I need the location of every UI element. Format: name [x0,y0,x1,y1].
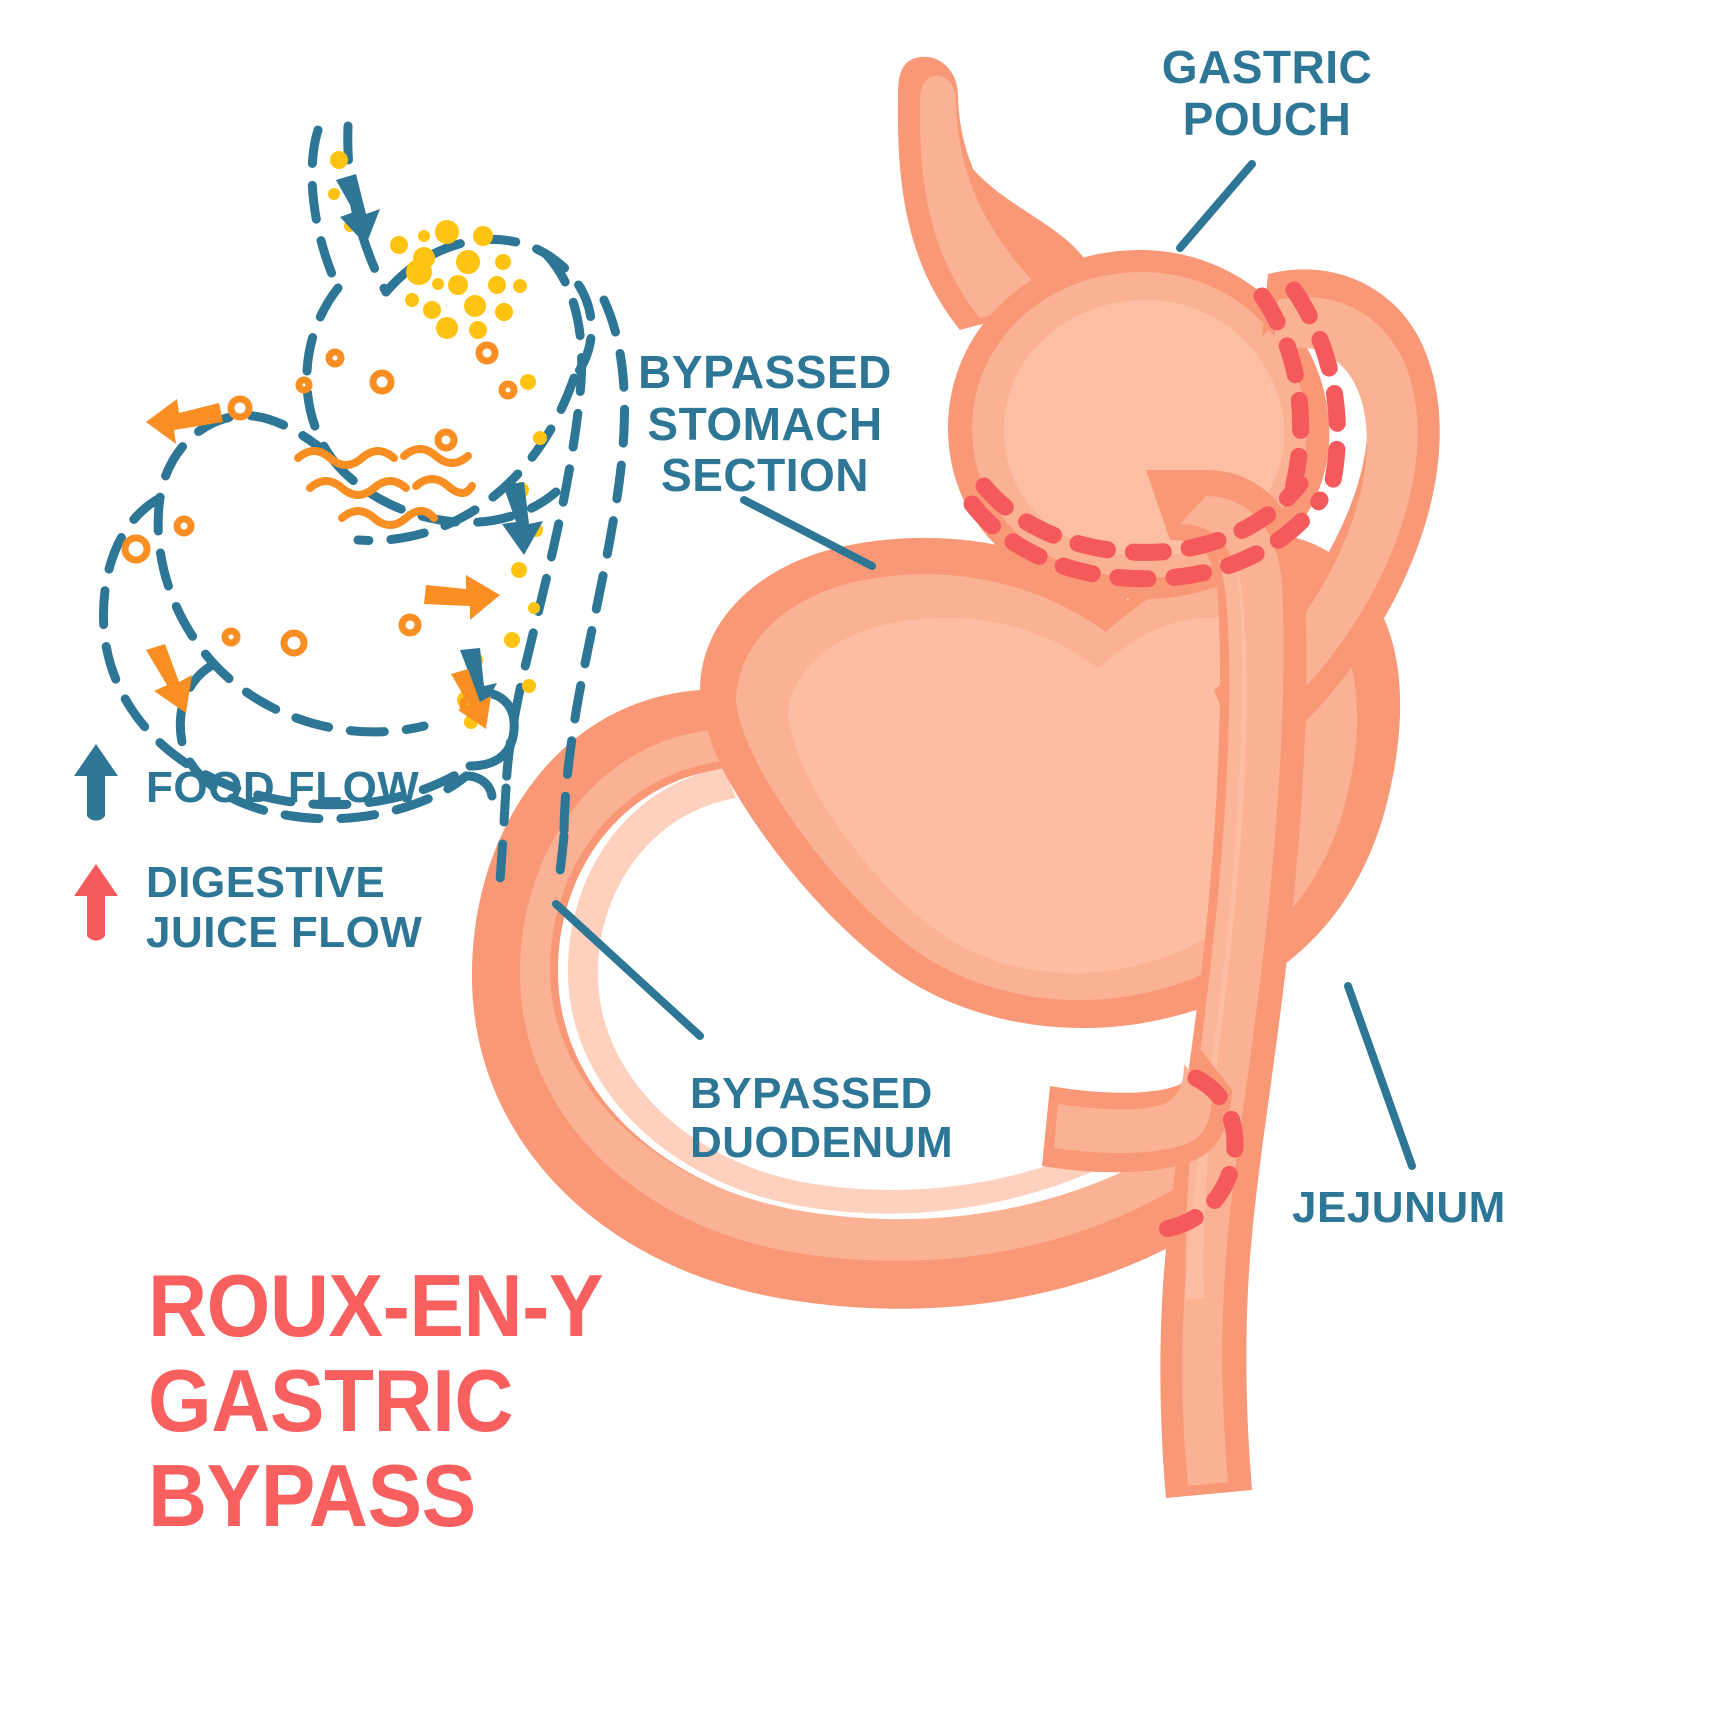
up-arrow-icon [74,744,118,821]
jejunojejunal-junction-shape [1042,1046,1232,1173]
inset-food-particles [328,151,547,729]
inset-stomach-waves [294,445,476,529]
inset-juice-rings [121,341,518,716]
page-title: ROUX-EN-Y GASTRIC BYPASS [148,1256,604,1546]
inset-jejunum-right-inner [559,295,629,841]
legend-label-digestive-juice-flow: DIGESTIVE JUICE FLOW [146,858,423,958]
up-arrow-icon [74,864,118,941]
leader-gastric-pouch [1176,160,1256,252]
leader-lines [552,160,1416,1170]
label-bypassed-duodenum: BYPASSED DUODENUM [690,1069,954,1168]
staple-lines [963,281,1346,1239]
label-bypassed-stomach-section: BYPASSED STOMACH SECTION [638,346,892,502]
legend-label-food-flow: FOOD FLOW [146,762,420,812]
inset-juice-arrows [146,399,500,729]
label-jejunum: JEJUNUM [1292,1183,1506,1232]
leader-bypassed-duodenum [552,900,704,1040]
legend-item-digestive-juice-flow: DIGESTIVE JUICE FLOW [72,858,422,958]
leader-jejunum [1344,982,1416,1170]
label-gastric-pouch: GASTRIC POUCH [1161,41,1373,145]
inset-stomach-body [153,410,429,737]
legend-item-food-flow: FOOD FLOW [72,742,419,834]
inset-esophagus [307,125,343,293]
inset-roux-connector [461,687,519,801]
inset-duodenum-outer [99,493,475,810]
leader-bypassed-stomach [740,496,876,570]
inset-stomach-upper [302,283,343,461]
esophagus-shape [897,56,1090,330]
